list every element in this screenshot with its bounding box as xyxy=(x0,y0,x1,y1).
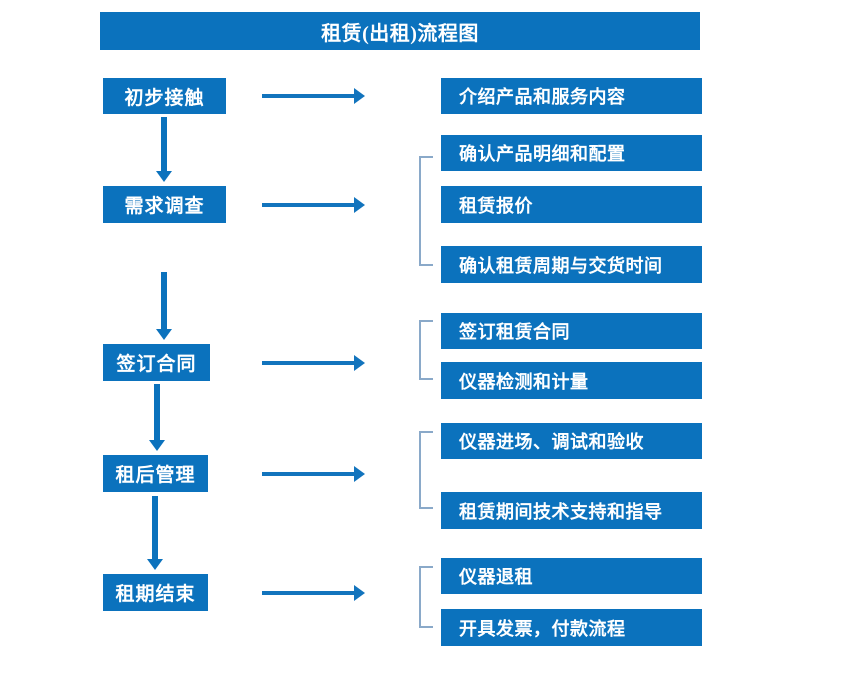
stage-box-5[interactable]: 租期结束 xyxy=(103,574,208,611)
arrow-right-icon-2 xyxy=(262,197,365,213)
detail-box-3[interactable]: 租赁报价 xyxy=(441,186,702,223)
detail-box-4[interactable]: 确认租赁周期与交货时间 xyxy=(441,246,702,283)
detail-box-10[interactable]: 开具发票，付款流程 xyxy=(441,609,702,646)
chart-title: 租赁(出租)流程图 xyxy=(100,12,700,50)
detail-box-2[interactable]: 确认产品明细和配置 xyxy=(441,135,702,171)
arrow-right-icon-5 xyxy=(262,585,365,601)
group-bracket-icon-3 xyxy=(419,431,433,509)
detail-box-8[interactable]: 租赁期间技术支持和指导 xyxy=(441,492,702,529)
group-bracket-icon-1 xyxy=(419,156,433,266)
arrow-right-icon-1 xyxy=(262,88,365,104)
stage-box-2[interactable]: 需求调查 xyxy=(103,186,226,223)
stage-box-1[interactable]: 初步接触 xyxy=(103,78,226,114)
detail-box-6[interactable]: 仪器检测和计量 xyxy=(441,362,702,399)
group-bracket-icon-4 xyxy=(419,566,433,628)
stage-box-4[interactable]: 租后管理 xyxy=(103,455,208,492)
arrow-down-icon-3 xyxy=(147,384,167,451)
detail-box-7[interactable]: 仪器进场、调试和验收 xyxy=(441,423,702,459)
arrow-down-icon-2 xyxy=(154,272,174,340)
arrow-right-icon-3 xyxy=(262,355,365,371)
detail-box-5[interactable]: 签订租赁合同 xyxy=(441,313,702,349)
arrow-down-icon-1 xyxy=(154,117,174,182)
detail-box-1[interactable]: 介绍产品和服务内容 xyxy=(441,78,702,114)
arrow-right-icon-4 xyxy=(262,466,365,482)
stage-box-3[interactable]: 签订合同 xyxy=(103,344,210,381)
arrow-down-icon-4 xyxy=(145,496,165,570)
detail-box-9[interactable]: 仪器退租 xyxy=(441,558,702,594)
group-bracket-icon-2 xyxy=(419,320,433,380)
